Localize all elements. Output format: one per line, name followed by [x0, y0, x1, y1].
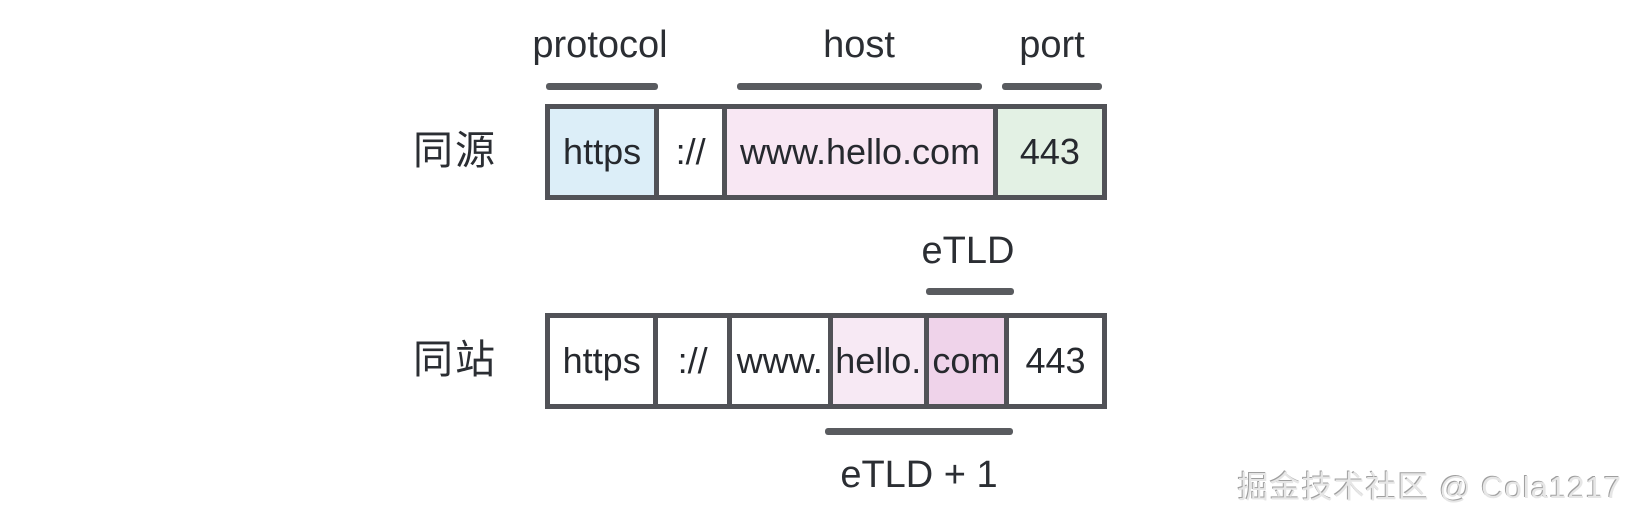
segment-subdomain: www. [726, 318, 828, 404]
protocol-label: protocol [532, 24, 668, 66]
same-origin-label: 同源 [413, 129, 497, 173]
segment-host: www.hello.com [722, 109, 993, 195]
host-label: host [823, 24, 895, 66]
same-site-url-row: https :// www. hello. com 443 [545, 313, 1107, 409]
protocol-underline [546, 83, 658, 90]
etld-plus-one-label: eTLD + 1 [840, 454, 998, 496]
segment-scheme-separator: :// [653, 318, 727, 404]
same-origin-url-row: https :// www.hello.com 443 [545, 104, 1107, 200]
segment-etld: com [923, 318, 1004, 404]
etld-label: eTLD [921, 230, 1015, 272]
segment-domain: hello. [827, 318, 924, 404]
etld-plus-one-overline [825, 428, 1013, 435]
watermark: 掘金技术社区 @ Cola1217 [1237, 470, 1622, 505]
port-underline [1002, 83, 1102, 90]
segment-scheme-separator: :// [654, 109, 723, 195]
same-site-label: 同站 [413, 338, 497, 382]
segment-port: 443 [1004, 318, 1102, 404]
etld-underline [926, 288, 1014, 295]
segment-protocol: https [550, 318, 654, 404]
segment-port: 443 [992, 109, 1103, 195]
port-label: port [1019, 24, 1085, 66]
segment-protocol: https [550, 109, 655, 195]
host-underline [737, 83, 982, 90]
